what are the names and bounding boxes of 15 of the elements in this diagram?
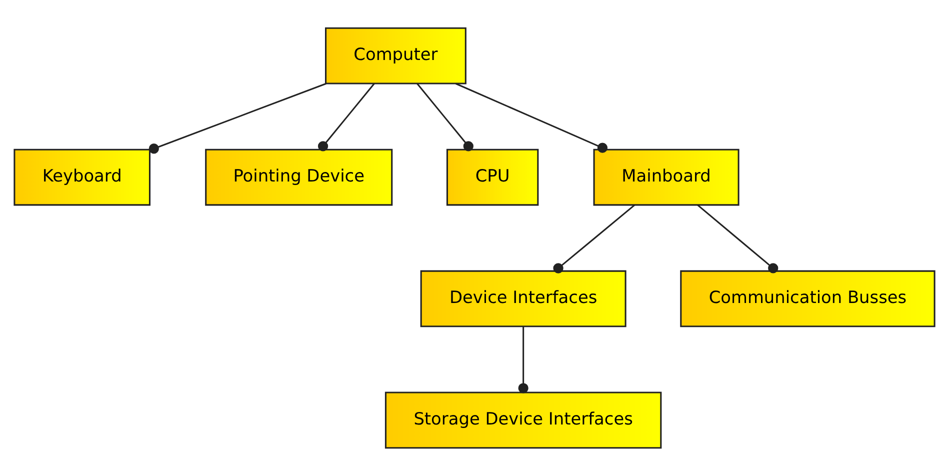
connector (318, 82, 375, 151)
connector (697, 204, 778, 273)
connector (553, 204, 636, 273)
node-box: Computer (325, 26, 466, 84)
node-box: Pointing Device (205, 148, 393, 206)
node-box: CPU (446, 148, 539, 206)
node-box: Communication Busses (680, 270, 936, 327)
connector (518, 326, 528, 393)
node-box: Mainboard (593, 148, 740, 206)
connector (148, 82, 326, 154)
node-box: Keyboard (14, 148, 150, 206)
node-box: Storage Device Interfaces (384, 391, 662, 448)
connector (455, 82, 608, 152)
connector (416, 82, 474, 151)
node-box: Device Interfaces (420, 270, 626, 327)
